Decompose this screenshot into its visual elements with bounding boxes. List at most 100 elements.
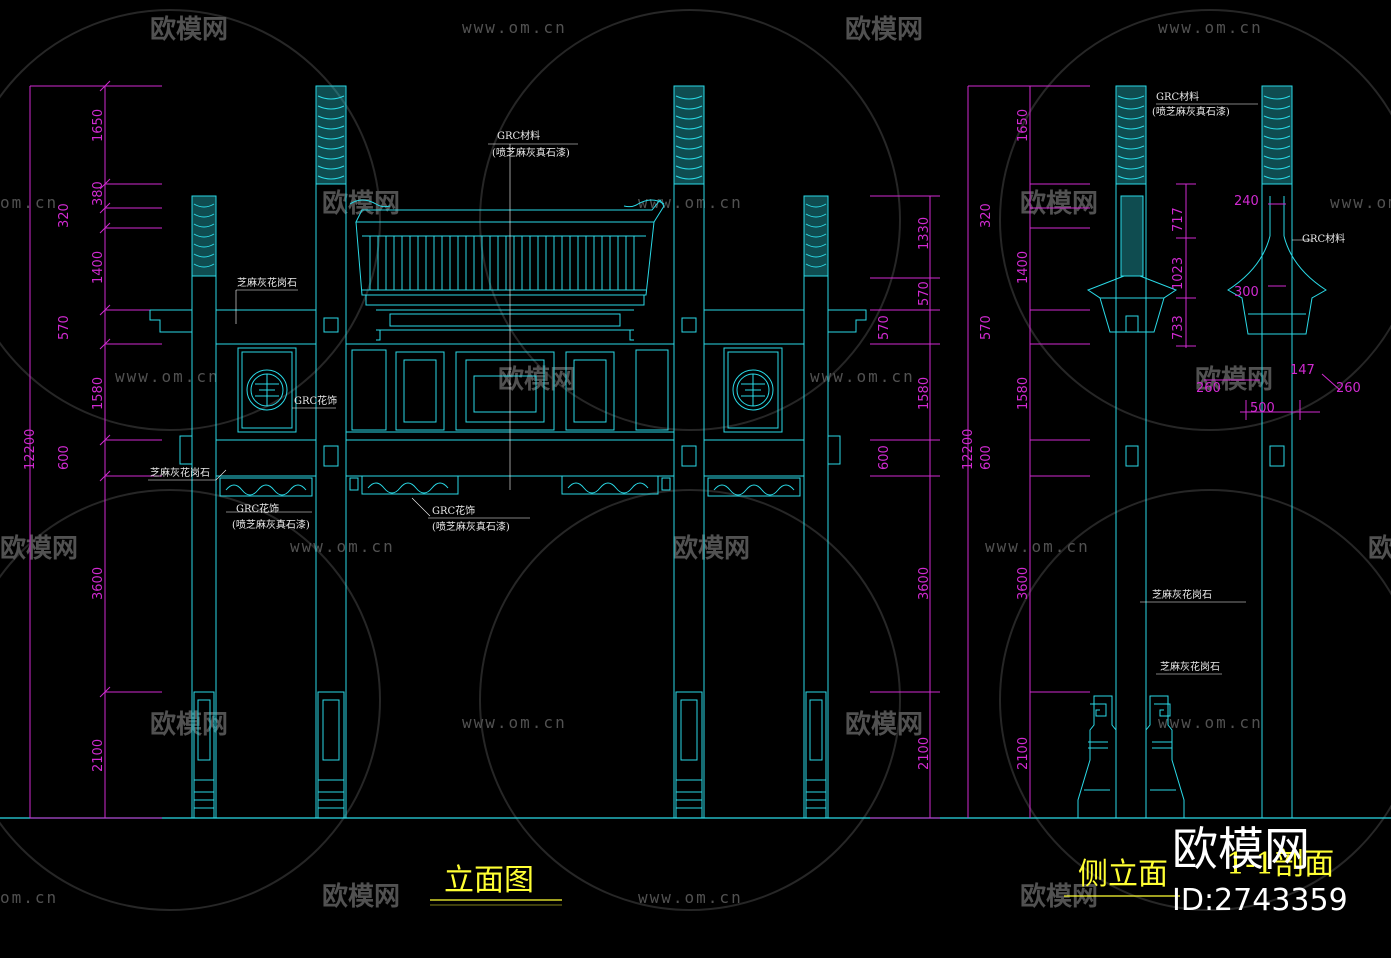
brand-id: ID:2743359 (1172, 883, 1348, 918)
front-left-tall-pillar (315, 85, 347, 819)
watermark-url-4: www.om.cn (638, 193, 743, 212)
section-dim-2: 733 (1171, 315, 1186, 340)
side-dim-5: 600 (979, 445, 994, 470)
note-grc-flower-left-sub: (喷芝麻灰真石漆) (232, 518, 310, 531)
watermark-logo-1: 欧模网 (150, 14, 228, 45)
side-elevation (967, 85, 1258, 819)
svg-text:欧模网: 欧模网 (322, 881, 400, 912)
svg-text:欧模网: 欧模网 (845, 14, 923, 45)
front-elevation-title: 立面图 (444, 863, 534, 898)
watermark-logo-7: 欧模网 (0, 533, 78, 564)
watermark-logo-10: 欧模网 (150, 709, 228, 740)
watermark-url-12: om.cn (0, 888, 58, 907)
front-right-wing-panel (723, 347, 783, 433)
section-label-grc: GRC材料 (1302, 232, 1345, 245)
note-grc-material-sub: (喷芝麻灰真石漆) (492, 146, 570, 159)
side-titles: 侧立面 1-1剖面 (1064, 847, 1334, 897)
side-dim-total: 12200 (961, 429, 976, 470)
side-dim-3: 570 (979, 315, 994, 340)
front-dim-4: 570 (57, 315, 72, 340)
front-side-beams (149, 309, 867, 465)
front-central-roof (346, 199, 674, 345)
note-grc-material: GRC材料 (497, 129, 540, 142)
watermark-url-6: www.om.cn (115, 367, 220, 386)
front-notes: GRC材料 (喷芝麻灰真石漆) 芝麻灰花岗石 GRC花饰 芝麻灰花岗石 GRC花… (150, 129, 570, 533)
front-right-dim-1: 570 (917, 281, 932, 306)
section-label-240: 240 (1234, 194, 1259, 209)
front-leader-lines (148, 143, 578, 519)
side-dimension-labels: 12200 1650 320 1400 570 1580 600 3600 21… (961, 109, 1031, 770)
front-dim-6: 600 (57, 445, 72, 470)
side-note-grc: GRC材料 (1156, 90, 1199, 103)
front-dim-8: 2100 (91, 739, 106, 772)
watermark-url-7: www.om.cn (810, 367, 915, 386)
side-dim-2: 1400 (1016, 251, 1031, 284)
section-label-260-left: 260 (1196, 381, 1221, 396)
watermark-logo-3: 欧模网 (322, 188, 400, 219)
side-dimension-chain (967, 85, 1090, 818)
brand-name: 欧模网 (1172, 822, 1310, 876)
section-label-500: 500 (1250, 401, 1275, 416)
watermark-url-10: www.om.cn (462, 713, 567, 732)
front-right-dim-0: 1330 (917, 217, 932, 250)
front-right-tall-pillar (673, 85, 705, 819)
front-dim-2: 320 (57, 203, 72, 228)
note-grc-flower-left: GRC花饰 (236, 502, 279, 515)
note-grc-flower-panel: GRC花饰 (294, 394, 337, 407)
front-right-wing-ornament (704, 439, 804, 497)
watermark-logo-5: 欧模网 (498, 364, 576, 395)
front-right-dim-5: 3600 (917, 567, 932, 600)
section-dim-0: 717 (1171, 207, 1186, 232)
front-left-wing-panel (237, 347, 297, 433)
front-dim-1: 380 (91, 181, 106, 206)
svg-text:欧模网: 欧模网 (1368, 533, 1391, 564)
front-right-short-pillar (803, 195, 829, 819)
roof-tile-lines (369, 236, 635, 290)
section-dimension-chain (1176, 183, 1341, 420)
front-elevation (29, 80, 940, 819)
front-dim-5: 1580 (91, 377, 106, 410)
front-dim-3: 1400 (91, 251, 106, 284)
side-note-granite-low: 芝麻灰花岗石 (1160, 660, 1220, 673)
section-title: 1-1剖面 (1226, 847, 1334, 882)
svg-text:欧模网: 欧模网 (150, 14, 228, 45)
svg-text:欧模网: 欧模网 (672, 533, 750, 564)
side-dim-1: 320 (979, 203, 994, 228)
front-dim-7: 3600 (91, 567, 106, 600)
watermark-url-3: om.cn (0, 193, 58, 212)
front-dimension-labels: 12200 1650 380 320 1400 570 1580 600 360… (23, 109, 932, 772)
watermark-url-2: www.om.cn (1158, 18, 1263, 37)
watermark-url-9: www.om.cn (985, 537, 1090, 556)
front-right-dim-3: 1580 (917, 377, 932, 410)
note-grc-flower-center-sub: (喷芝麻灰真石漆) (432, 520, 510, 533)
section-1-1 (1176, 85, 1341, 819)
brand-overlay: 欧模网 ID:2743359 (1172, 822, 1348, 918)
note-granite-top: 芝麻灰花岗石 (237, 276, 297, 289)
side-note-grc-sub: (喷芝麻灰真石漆) (1152, 105, 1230, 118)
svg-text:欧模网: 欧模网 (322, 188, 400, 219)
side-note-granite-mid: 芝麻灰花岗石 (1152, 588, 1212, 601)
pillar-cap-carving (803, 195, 829, 277)
front-left-wing-ornament (216, 439, 316, 497)
section-post (1227, 85, 1327, 819)
side-elevation-title: 侧立面 (1078, 857, 1168, 892)
section-label-260-right: 260 (1336, 381, 1361, 396)
watermark-url-8: www.om.cn (290, 537, 395, 556)
front-dim-0: 1650 (91, 109, 106, 142)
section-label-147: 147 (1290, 363, 1315, 378)
side-pedestal-left (1077, 695, 1117, 818)
section-label-300: 300 (1234, 285, 1259, 300)
side-leader-lines (1140, 103, 1258, 675)
front-dim-total: 12200 (23, 429, 38, 470)
svg-text:欧模网: 欧模网 (498, 364, 576, 395)
watermark-logo-9: 欧模网 (1368, 533, 1391, 564)
side-dim-0: 1650 (1016, 109, 1031, 142)
watermark-url-5: www.om.cn (1330, 193, 1391, 212)
section-dim-1: 1023 (1171, 257, 1186, 290)
watermark-logo-8: 欧模网 (672, 533, 750, 564)
side-dim-6: 3600 (1016, 567, 1031, 600)
side-pedestal-right (1145, 695, 1185, 818)
svg-text:欧模网: 欧模网 (1020, 188, 1098, 219)
watermark-logo-12: 欧模网 (322, 881, 400, 912)
